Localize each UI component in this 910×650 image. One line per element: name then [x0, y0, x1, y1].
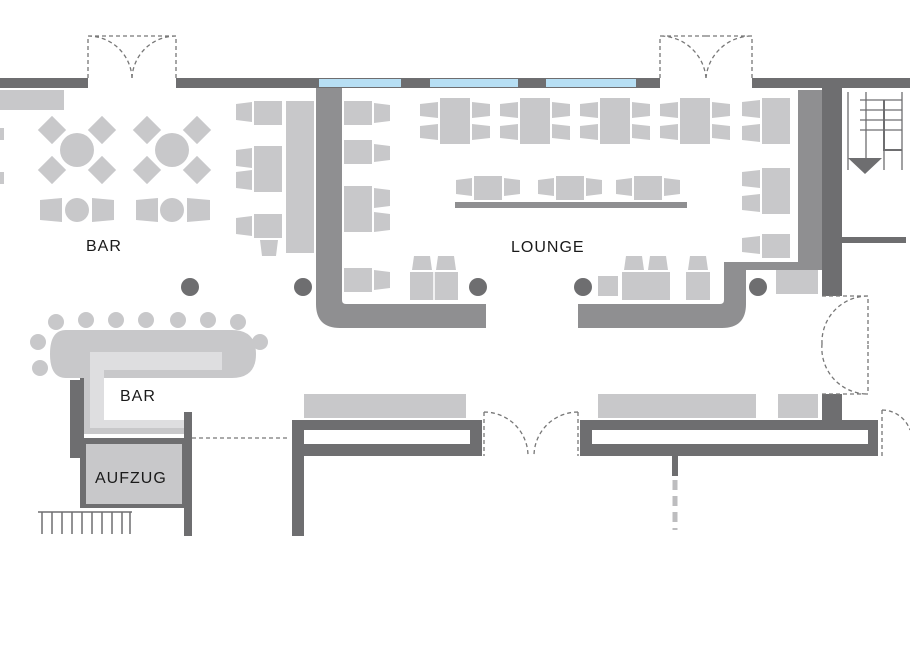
right-wall-column — [822, 88, 842, 296]
right-wall-stub — [842, 237, 906, 243]
round-table-1 — [37, 115, 117, 185]
elevator — [80, 412, 192, 536]
exterior-wall-top — [0, 78, 910, 88]
lounge-center-bench — [455, 176, 687, 208]
label-elevator: AUFZUG — [95, 470, 167, 487]
bar-counter — [50, 330, 256, 458]
label-bar-counter: BAR — [120, 388, 156, 405]
staircase — [847, 92, 903, 174]
door-top-left — [87, 35, 177, 79]
lower-partition-right — [580, 394, 878, 530]
door-top-right — [659, 35, 753, 79]
bench-seating-upper — [236, 101, 314, 256]
lower-partition-left — [292, 394, 482, 536]
bar-stools — [30, 312, 268, 376]
lounge-wall — [316, 88, 486, 328]
small-stools-left-edge — [0, 128, 4, 184]
label-bar-upper: BAR — [86, 238, 122, 255]
round-table-4 — [136, 198, 210, 222]
lounge-lower-sofas — [410, 256, 818, 300]
door-lower-middle — [483, 411, 579, 457]
lounge-right-seats — [742, 98, 790, 258]
window-strip — [319, 79, 636, 87]
railing — [38, 511, 132, 534]
lounge-top-tables — [420, 98, 730, 144]
lounge-left-seats — [344, 101, 390, 292]
round-table-3 — [40, 198, 114, 222]
right-wall-lower — [822, 394, 842, 428]
label-lounge: LOUNGE — [511, 239, 585, 256]
door-right-side — [821, 295, 869, 395]
columns — [181, 278, 767, 296]
lounge-wall-right — [578, 90, 822, 328]
upper-left-counter — [0, 90, 64, 110]
round-table-2 — [132, 115, 212, 185]
door-lower-right — [881, 409, 910, 456]
